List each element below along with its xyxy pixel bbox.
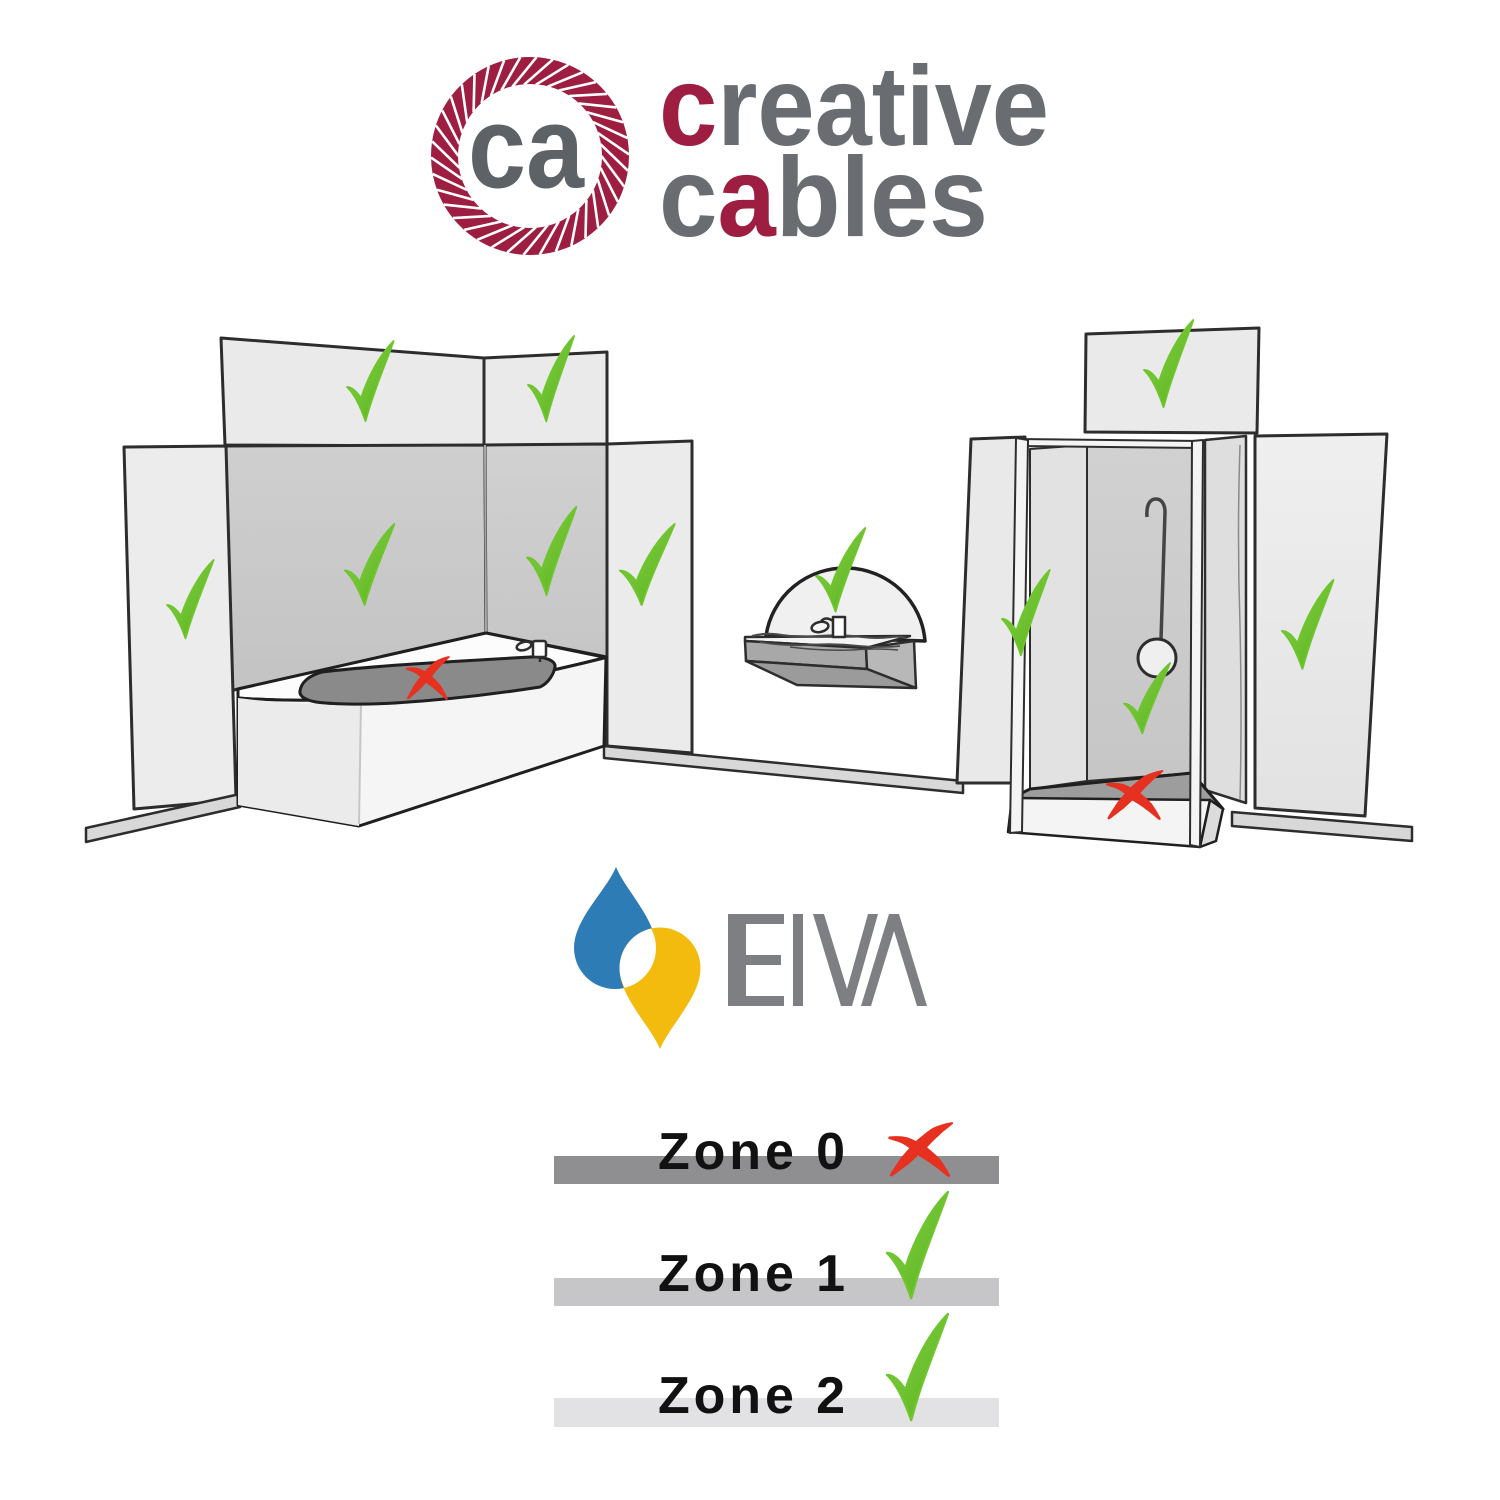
svg-text:c: c xyxy=(659,134,717,260)
svg-text:bles: bles xyxy=(776,134,988,260)
svg-text:c: c xyxy=(659,43,717,169)
svg-text:Zone 0: Zone 0 xyxy=(658,1123,845,1181)
svg-text:Zone 2: Zone 2 xyxy=(658,1367,845,1425)
svg-text:reative: reative xyxy=(717,43,1049,169)
svg-text:ca: ca xyxy=(468,82,585,213)
svg-text:Zone 1: Zone 1 xyxy=(658,1245,845,1303)
svg-text:a: a xyxy=(717,134,776,260)
